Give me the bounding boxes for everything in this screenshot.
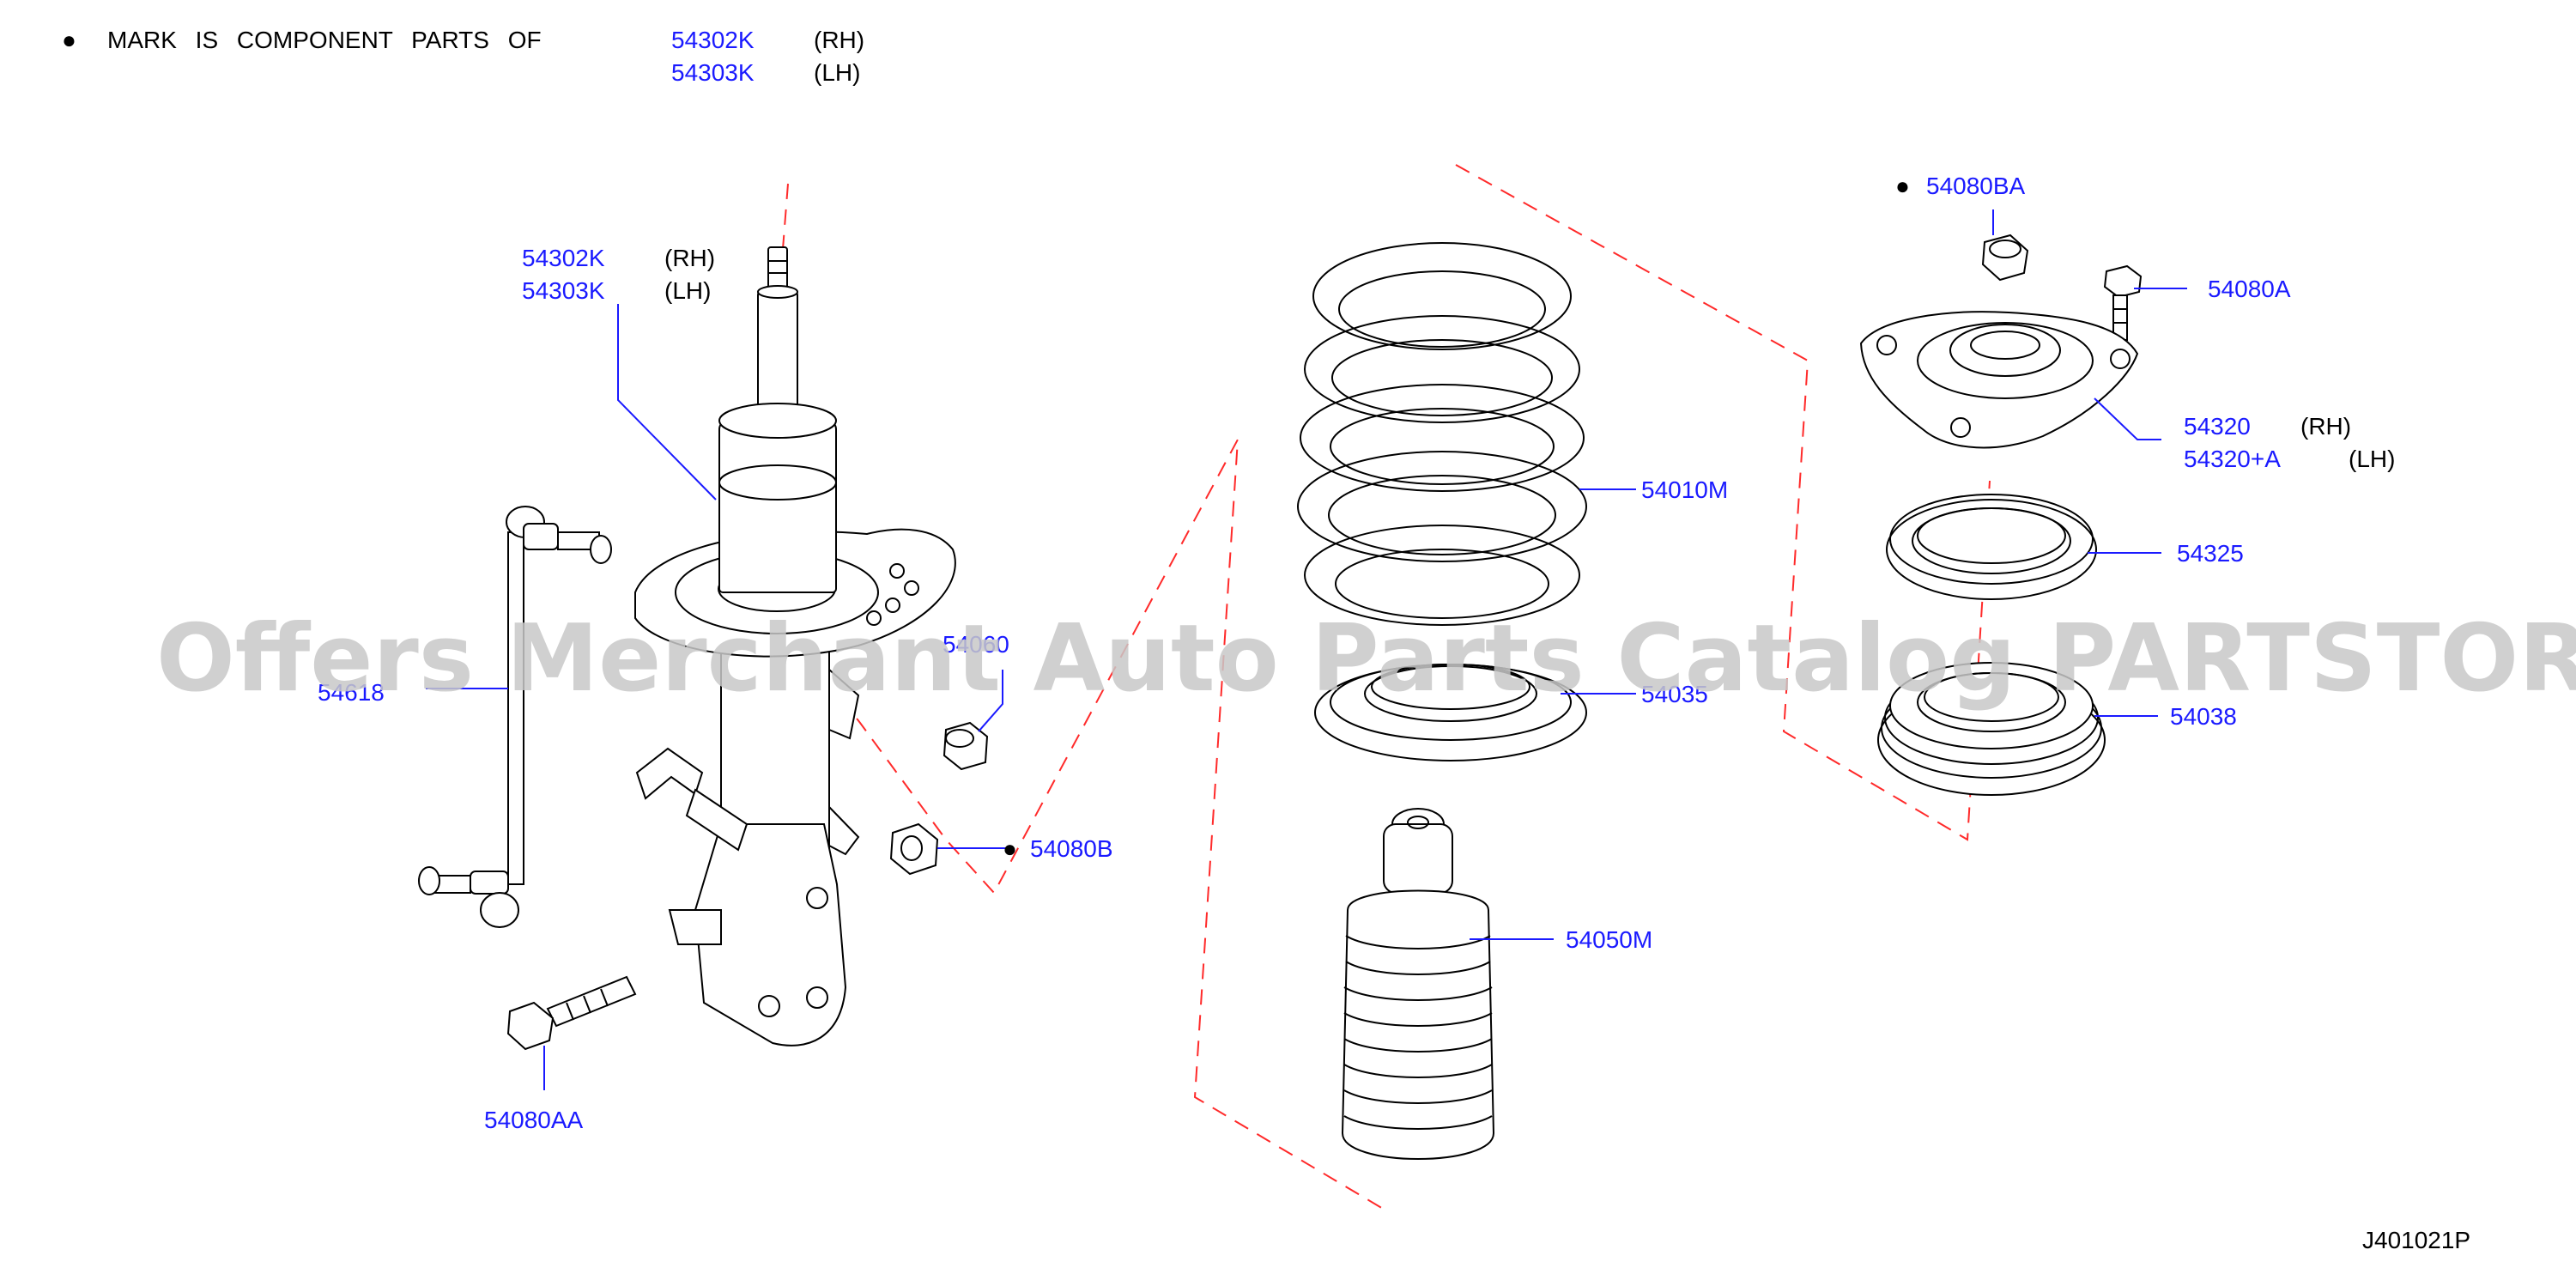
label-strut-rh[interactable]: 54302K [522,245,605,271]
header-part-lh[interactable]: 54303K [671,59,755,86]
watermark: Offers Merchant Auto Parts Catalog PARTS… [156,605,2576,713]
mount-bearing[interactable] [1877,662,2106,796]
label-mount-bolt[interactable]: 54080A [2208,276,2291,302]
guide-right [1455,164,1991,841]
leader-strut [617,304,717,500]
bullet-nut-lower: ● [1003,835,1017,862]
header-side-lh: (LH) [814,59,860,86]
strut-nut-lower[interactable] [889,822,939,876]
header-note: ● MARK IS COMPONENT PARTS OF 54302K (RH)… [62,27,864,86]
label-stabilizer-link[interactable]: 54618 [318,679,385,706]
label-bearing[interactable]: 54038 [2170,703,2237,730]
part-labels: 54302K (RH) 54303K (LH) 54618 54060 ● 54… [318,173,2395,1133]
label-bolt[interactable]: 54080AA [484,1107,584,1133]
strut-hose-bracket [635,747,704,800]
label-mount-rh[interactable]: 54320 [2184,413,2251,440]
label-bound-bumper[interactable]: 54050M [1566,926,1652,953]
strut-assembly[interactable] [634,246,956,1046]
strut-bolt[interactable] [506,975,637,1051]
label-nut-lower[interactable]: 54080B [1030,835,1113,862]
spring-coil-2 [1304,315,1580,423]
strut-nut-upper[interactable] [943,721,989,771]
label-spring-seat[interactable]: 54035 [1641,681,1708,707]
label-strut-lh-side: (LH) [664,277,711,304]
upper-spring-seat[interactable] [1886,494,2097,600]
spring-coil-1 [1312,242,1572,350]
label-nut-upper[interactable]: 54060 [943,631,1009,658]
header-side-rh: (RH) [814,27,864,53]
leader-lines [426,209,2187,1090]
header-bullet: ● [62,27,76,53]
header-note-text: MARK IS COMPONENT PARTS OF [107,27,542,53]
bound-bumper[interactable] [1341,808,1495,1160]
label-upper-seat[interactable]: 54325 [2177,540,2244,567]
label-mount-rh-side: (RH) [2300,413,2351,440]
label-strut-rh-side: (RH) [664,245,715,271]
strut-mount[interactable] [1859,311,2139,449]
mount-bolt[interactable] [2103,264,2143,341]
leader-nut-upper [978,670,1003,732]
strut-rod-tip [767,246,788,291]
label-spring[interactable]: 54010M [1641,476,1728,503]
header-part-rh[interactable]: 54302K [671,27,755,53]
spring-coil-3 [1300,384,1585,492]
figure-code: J401021P [2362,1227,2470,1253]
leader-mount [2094,397,2161,440]
label-mount-nut[interactable]: 54080BA [1926,173,2026,199]
strut-knuckle-bracket [694,823,847,1046]
label-mount-lh-side: (LH) [2349,446,2395,472]
stabilizer-link[interactable] [418,506,612,928]
spring-seat-lower[interactable] [1314,664,1587,761]
spring-coil-5 [1304,525,1580,626]
label-mount-lh[interactable]: 54320+A [2184,446,2281,472]
coil-spring[interactable] [1297,242,1587,626]
spring-coil-4 [1297,451,1587,562]
bullet-mount-nut: ● [1895,173,1910,199]
label-strut-lh[interactable]: 54303K [522,277,605,304]
mount-nut[interactable] [1981,234,2029,282]
